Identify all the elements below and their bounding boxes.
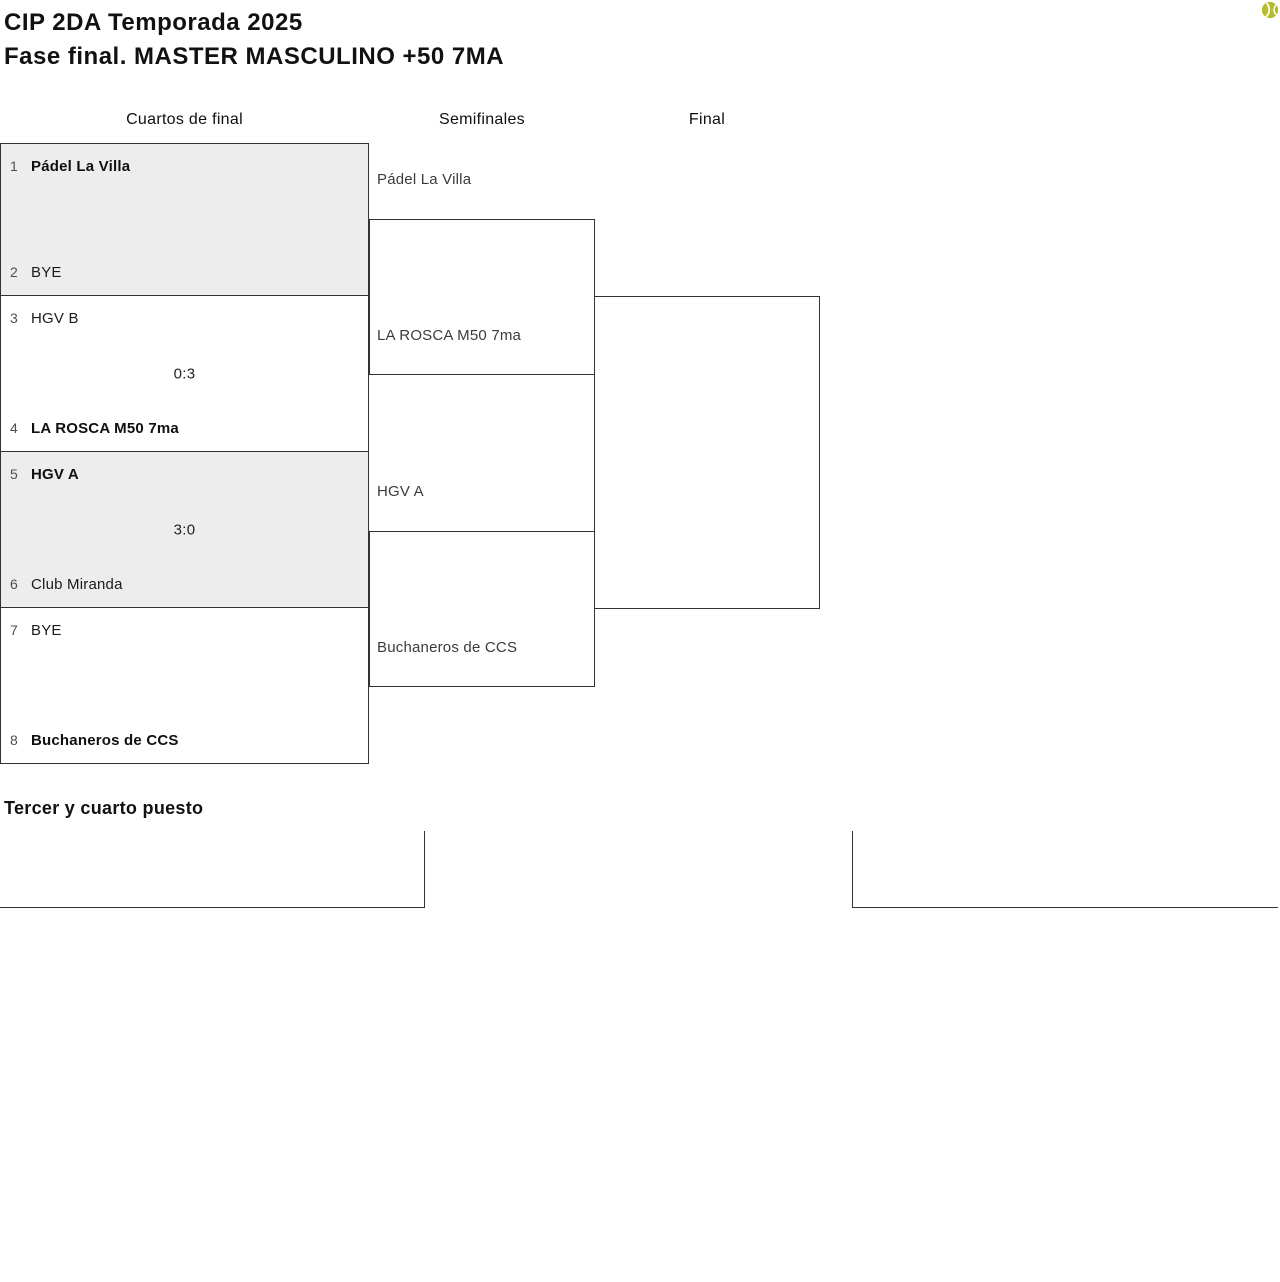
semifinal2-team2-name: Buchaneros de CCS [377,639,518,656]
team-seed: 7 [10,622,18,638]
team-row: 1 Pádel La Villa [1,157,368,176]
team-name: Pádel La Villa [31,158,131,175]
final-match-box [594,296,820,609]
round-header-semifinals: Semifinales [438,111,525,128]
team-name: BYE [31,264,62,281]
team-row: 2 BYE [1,263,368,282]
team-name: HGV A [31,466,79,483]
team-seed: 2 [10,264,18,280]
semifinal-match-1-box [369,219,595,375]
team-name: BYE [31,622,62,639]
team-row: 5 HGV A [1,465,368,484]
team-seed: 6 [10,576,18,592]
team-row: 3 HGV B [1,309,368,328]
match-score: 3:0 [173,521,196,538]
page-title: CIP 2DA Temporada 2025 Fase final. MASTE… [4,6,504,74]
semifinal1-team1-name: Pádel La Villa [377,171,472,188]
tennis-ball-icon [1261,1,1279,19]
third-place-right-connector [852,831,1278,908]
third-place-left-connector [0,831,425,908]
match-score: 0:3 [173,365,196,382]
quarterfinal-match-3: 5 HGV A 3:0 6 Club Miranda [0,451,369,608]
team-seed: 8 [10,732,18,748]
page-title-line1: CIP 2DA Temporada 2025 [4,9,303,36]
quarterfinal-match-1: 1 Pádel La Villa 2 BYE [0,143,369,296]
team-row: 4 LA ROSCA M50 7ma [1,419,368,438]
page-title-line2: Fase final. MASTER MASCULINO +50 7MA [4,43,505,70]
team-seed: 3 [10,310,18,326]
round-header-quarterfinals: Cuartos de final [126,111,243,128]
semifinal1-team2-name: LA ROSCA M50 7ma [377,327,522,344]
team-seed: 5 [10,466,18,482]
team-name: LA ROSCA M50 7ma [31,420,179,437]
round-header-final: Final [688,111,726,128]
team-row: 7 BYE [1,621,368,640]
semifinal-match-2-box [369,531,595,687]
team-seed: 4 [10,420,18,436]
third-place-title: Tercer y cuarto puesto [4,798,204,818]
semifinal2-team1-name: HGV A [377,483,424,500]
team-seed: 1 [10,158,18,174]
quarterfinal-match-4: 7 BYE 8 Buchaneros de CCS [0,607,369,764]
team-row: 6 Club Miranda [1,575,368,594]
team-name: Club Miranda [31,576,123,593]
team-name: Buchaneros de CCS [31,732,179,749]
team-row: 8 Buchaneros de CCS [1,731,368,750]
team-name: HGV B [31,310,79,327]
quarterfinal-match-2: 3 HGV B 0:3 4 LA ROSCA M50 7ma [0,295,369,452]
